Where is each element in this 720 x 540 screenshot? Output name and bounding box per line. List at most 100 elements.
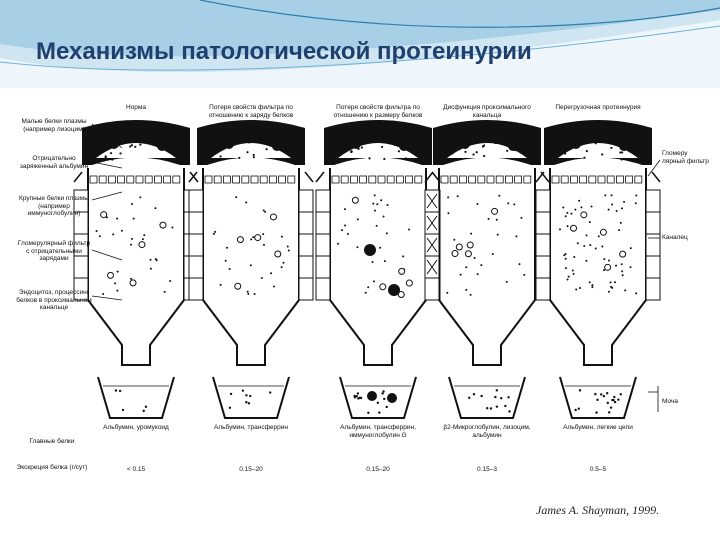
urine-protein-dot — [144, 405, 148, 408]
tubule-cell — [315, 277, 331, 301]
protein-dot — [379, 246, 382, 249]
protein-dot — [253, 292, 256, 295]
protein-dot — [472, 153, 475, 156]
protein-dot — [567, 275, 570, 278]
protein-dot — [166, 157, 169, 161]
protein-dot — [505, 280, 508, 283]
filter-pore — [495, 175, 504, 184]
protein-dot — [610, 134, 613, 137]
protein-dot — [139, 143, 142, 146]
protein-dot — [585, 259, 588, 262]
column-header-size-loss: Потеря свойств фильтра по отношению к ра… — [333, 104, 423, 119]
urine-protein-dot — [574, 408, 577, 412]
protein-dot — [368, 157, 371, 160]
urine-beaker — [97, 376, 175, 419]
protein-dot — [487, 217, 490, 220]
protein-dot — [214, 230, 217, 233]
filter-pore — [449, 175, 458, 184]
filter-pore — [222, 175, 231, 184]
filter-pore — [213, 175, 222, 184]
urine-protein-dot — [472, 393, 476, 396]
protein-dot — [131, 237, 134, 240]
filter-pore — [144, 175, 153, 184]
tubule-cell — [535, 233, 551, 257]
tubule-outline — [202, 168, 300, 366]
protein-dot — [143, 234, 146, 237]
filter-pore — [135, 175, 144, 184]
urine-protein-dot — [142, 409, 145, 413]
protein-dot — [393, 143, 396, 146]
protein-dot — [570, 212, 573, 215]
label-endocytosis: Эндоцитоз, процессинг белков в проксимал… — [16, 289, 92, 311]
protein-dot — [114, 282, 117, 285]
albumin-marker — [379, 283, 387, 291]
protein-dot — [219, 155, 222, 158]
albumin-marker — [491, 207, 499, 215]
column-header-overflow: Перегрузочная протеинурия — [555, 104, 641, 111]
albumin-marker — [570, 224, 578, 232]
protein-dot — [365, 135, 368, 139]
protein-dot — [249, 130, 252, 133]
tubule-cell — [315, 189, 331, 213]
protein-dot — [618, 229, 621, 232]
protein-dot — [591, 284, 594, 287]
protein-dot — [141, 238, 144, 241]
large-protein — [109, 139, 119, 149]
protein-dot — [372, 202, 375, 205]
protein-dot — [498, 194, 501, 197]
pointer-line — [91, 123, 123, 149]
protein-dot — [286, 245, 289, 248]
protein-dot — [447, 196, 450, 199]
urine-protein-dot — [594, 392, 597, 396]
urine-protein-dot — [578, 389, 582, 392]
protein-dot — [585, 234, 588, 237]
protein-dot — [632, 132, 635, 135]
protein-dot — [408, 228, 411, 231]
albumin-marker — [107, 271, 115, 279]
protein-dot — [571, 133, 574, 137]
protein-dot — [515, 235, 518, 238]
filter-pore — [440, 175, 449, 184]
tubule-cell — [645, 189, 661, 213]
filter-pore — [98, 175, 107, 184]
bowman-capsule — [82, 120, 190, 165]
protein-dot — [130, 144, 134, 147]
urine-protein-dot — [228, 406, 232, 409]
filter-pore — [368, 175, 377, 184]
protein-dot — [603, 258, 606, 261]
protein-dot — [280, 235, 283, 238]
protein-dot — [373, 194, 376, 197]
protein-dot — [621, 151, 624, 154]
protein-dot — [383, 260, 386, 263]
protein-dot — [246, 151, 249, 154]
large-protein — [367, 391, 377, 401]
protein-dot — [252, 156, 255, 159]
albumin-marker — [269, 213, 277, 221]
urine-protein-dot — [507, 396, 510, 399]
urine-protein-dot — [617, 398, 620, 401]
protein-dot — [374, 209, 377, 212]
protein-dot — [619, 151, 622, 154]
urine-protein-dot — [382, 390, 385, 393]
urine-protein-dot — [118, 389, 122, 393]
protein-dot — [120, 229, 123, 232]
tubule-cell — [315, 233, 331, 257]
protein-dot — [588, 221, 591, 224]
protein-dot — [212, 232, 215, 235]
protein-dot — [252, 236, 255, 239]
proteins-normal: Альбумин, уромукоид — [103, 424, 169, 431]
urine-protein-dot — [489, 407, 493, 410]
protein-dot — [453, 238, 456, 241]
protein-dot — [356, 218, 359, 221]
albumin-marker — [274, 250, 282, 258]
protein-dot — [609, 281, 612, 284]
protein-dot — [250, 238, 253, 241]
protein-dot — [382, 215, 385, 218]
protein-dot — [368, 129, 372, 133]
protein-dot — [610, 146, 613, 149]
protein-dot — [576, 242, 579, 245]
protein-dot — [458, 138, 461, 141]
filter-pore — [349, 175, 358, 184]
protein-dot — [397, 150, 400, 153]
protein-dot — [483, 154, 486, 158]
